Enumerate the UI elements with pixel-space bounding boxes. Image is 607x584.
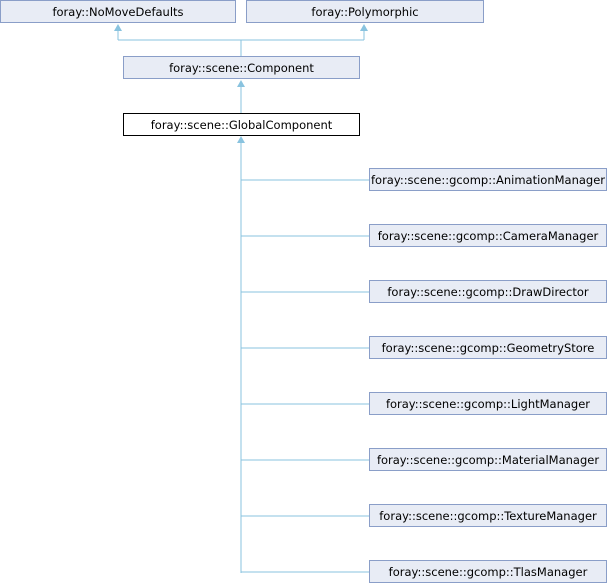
- edge-component-to-bases: [117, 26, 365, 56]
- node-label: foray::scene::Component: [169, 60, 314, 75]
- node-global-component: foray::scene::GlobalComponent: [123, 113, 360, 136]
- node-label: foray::scene::gcomp::AnimationManager: [370, 172, 606, 187]
- node-label: foray::Polymorphic: [311, 4, 419, 19]
- node-geometry-store[interactable]: foray::scene::gcomp::GeometryStore: [369, 336, 607, 359]
- node-label: foray::NoMoveDefaults: [52, 4, 184, 19]
- arrowhead-polymorphic: [360, 24, 368, 31]
- arrowhead-no-move-defaults: [114, 24, 122, 31]
- node-label: foray::scene::gcomp::MaterialManager: [376, 452, 600, 467]
- node-light-manager[interactable]: foray::scene::gcomp::LightManager: [369, 392, 607, 415]
- arrowhead-component: [237, 80, 245, 87]
- node-label: foray::scene::gcomp::TlasManager: [388, 564, 588, 579]
- node-label: foray::scene::gcomp::LightManager: [385, 396, 591, 411]
- node-label: foray::scene::GlobalComponent: [150, 117, 333, 132]
- node-label: foray::scene::gcomp::CameraManager: [377, 228, 599, 243]
- edge-branches: [241, 179, 369, 573]
- node-component[interactable]: foray::scene::Component: [123, 56, 360, 79]
- node-polymorphic[interactable]: foray::Polymorphic: [246, 0, 484, 23]
- arrowhead-global-component: [237, 136, 245, 143]
- node-animation-manager[interactable]: foray::scene::gcomp::AnimationManager: [369, 168, 607, 191]
- node-material-manager[interactable]: foray::scene::gcomp::MaterialManager: [369, 448, 607, 471]
- node-camera-manager[interactable]: foray::scene::gcomp::CameraManager: [369, 224, 607, 247]
- node-draw-director[interactable]: foray::scene::gcomp::DrawDirector: [369, 280, 607, 303]
- node-tlas-manager[interactable]: foray::scene::gcomp::TlasManager: [369, 560, 607, 583]
- node-texture-manager[interactable]: foray::scene::gcomp::TextureManager: [369, 504, 607, 527]
- node-label: foray::scene::gcomp::TextureManager: [379, 508, 597, 523]
- node-label: foray::scene::gcomp::GeometryStore: [381, 340, 595, 355]
- node-label: foray::scene::gcomp::DrawDirector: [387, 284, 589, 299]
- node-no-move-defaults[interactable]: foray::NoMoveDefaults: [0, 0, 236, 23]
